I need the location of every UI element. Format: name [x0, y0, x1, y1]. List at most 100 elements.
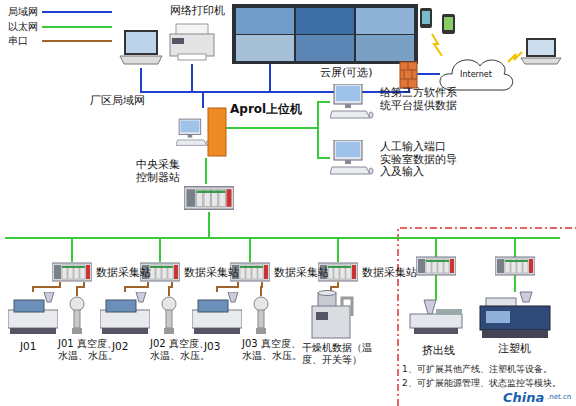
host-tower	[208, 108, 226, 156]
dryer-pipe	[342, 298, 352, 316]
expansion-boundary	[398, 228, 576, 406]
injection-base	[482, 330, 548, 338]
internet-cloud	[440, 60, 513, 90]
central-controller: 中央采集 控制器站	[184, 184, 234, 212]
sensor: J01 真空度、水温、水压。	[68, 296, 86, 334]
node-label: 给第三方软件系统平台提供数据	[380, 86, 458, 111]
wall-tile	[296, 35, 354, 61]
watermark: .net.cn	[547, 393, 576, 401]
node-label: 数据采集站	[96, 266, 156, 279]
node-label: Aprol上位机	[230, 102, 320, 116]
connector	[77, 282, 84, 296]
injection-window	[486, 311, 510, 323]
extruder-body	[410, 314, 462, 328]
client-computer: 给第三方软件系统平台提供数据	[330, 84, 374, 120]
legend-line	[42, 26, 112, 28]
node-label: 中央采集 控制器站	[136, 158, 182, 183]
wireless-bolt	[508, 52, 522, 62]
connector	[33, 282, 60, 292]
connector	[226, 128, 330, 158]
watermark: China	[503, 390, 547, 406]
hopper	[424, 300, 436, 314]
printer-panel	[172, 38, 184, 44]
injection-body	[480, 306, 550, 330]
hopper	[520, 292, 532, 302]
connector	[160, 212, 209, 262]
extruder-base	[414, 328, 458, 334]
connector	[72, 212, 209, 262]
molding-machine: J03	[192, 292, 242, 336]
node-label: 厂区局域网	[90, 94, 160, 107]
acquisition-station: 数据采集站	[140, 262, 180, 282]
acquisition-station: 数据采集站	[52, 262, 92, 282]
firewall	[400, 62, 417, 88]
connector	[226, 102, 330, 128]
cloud-screen: 云屏(可选)	[232, 4, 418, 64]
connector	[192, 64, 203, 108]
dryer: 干燥机数据（温度、开关等）	[308, 292, 354, 340]
central-rack	[184, 187, 234, 210]
connector	[203, 64, 270, 108]
node-label: 人工输入端口 实验室数据的导入及输入	[380, 140, 458, 178]
legend-text: 以太网	[8, 21, 38, 33]
acquisition-station: 数据采集站	[318, 262, 358, 282]
acquisition-station: 数据采集站	[230, 262, 270, 282]
legend-text: 串口	[8, 35, 28, 47]
video-wall	[232, 4, 418, 64]
wall-tile	[236, 8, 294, 34]
legend-text: 局域网	[8, 6, 38, 18]
node-label: 数据采集站	[184, 266, 244, 279]
connector	[261, 282, 262, 296]
wall-tile	[296, 8, 354, 34]
node-label: 数据采集站	[274, 266, 334, 279]
firewall-bricks	[400, 62, 417, 88]
connector	[125, 282, 148, 292]
node-label: 挤出线	[422, 344, 462, 357]
phone-screen	[444, 17, 453, 30]
sensor	[254, 297, 268, 334]
node-label: 干燥机数据（温度、开关等）	[302, 342, 388, 366]
wall-tile	[356, 8, 414, 34]
injection-machine: 注塑机	[480, 292, 550, 338]
extruder-barrel	[436, 309, 462, 315]
extrusion-line: 挤出线	[410, 300, 462, 334]
connector	[169, 282, 172, 296]
node-label: 注塑机	[498, 342, 538, 355]
connector	[209, 212, 515, 292]
node-label: J01	[20, 340, 50, 353]
node-label: J02	[112, 340, 142, 353]
legend-line	[42, 11, 112, 13]
connector	[209, 212, 436, 300]
client-computer: 人工输入端口 实验室数据的导入及输入	[330, 140, 374, 176]
station-rack	[495, 257, 535, 275]
phone	[420, 8, 432, 28]
connector	[141, 68, 203, 108]
host-computer: Aprol上位机	[180, 108, 226, 158]
node-label: J03	[204, 340, 234, 353]
laptop-screen	[126, 32, 156, 53]
node-label: J03 真空度、水温、水压。	[242, 338, 308, 362]
printer-body	[170, 34, 214, 56]
sensor: J02 真空度、水温、水压。	[160, 296, 178, 334]
molding-machine	[100, 292, 150, 334]
wall-tile	[236, 35, 294, 61]
station-rack	[52, 263, 92, 281]
dryer-body	[312, 306, 350, 338]
sensor	[162, 297, 176, 334]
wireless-bolt	[432, 34, 442, 56]
molding-machine	[192, 292, 242, 334]
sensor	[70, 297, 84, 334]
node-label: 网络打印机	[170, 4, 240, 17]
dryer-lid	[318, 291, 336, 296]
remote-laptop	[526, 38, 556, 57]
remote-laptop-base	[521, 58, 561, 64]
lan-laptop: 厂区局域网	[118, 30, 164, 68]
molding-machine: J02	[100, 292, 150, 336]
client-pc	[330, 84, 373, 118]
dryer-panel	[316, 312, 328, 320]
node-label: 云屏(可选)	[320, 66, 400, 79]
molding-machine	[8, 292, 58, 334]
note-text: 1、可扩展其他产线、注塑机等设备。	[402, 364, 576, 375]
